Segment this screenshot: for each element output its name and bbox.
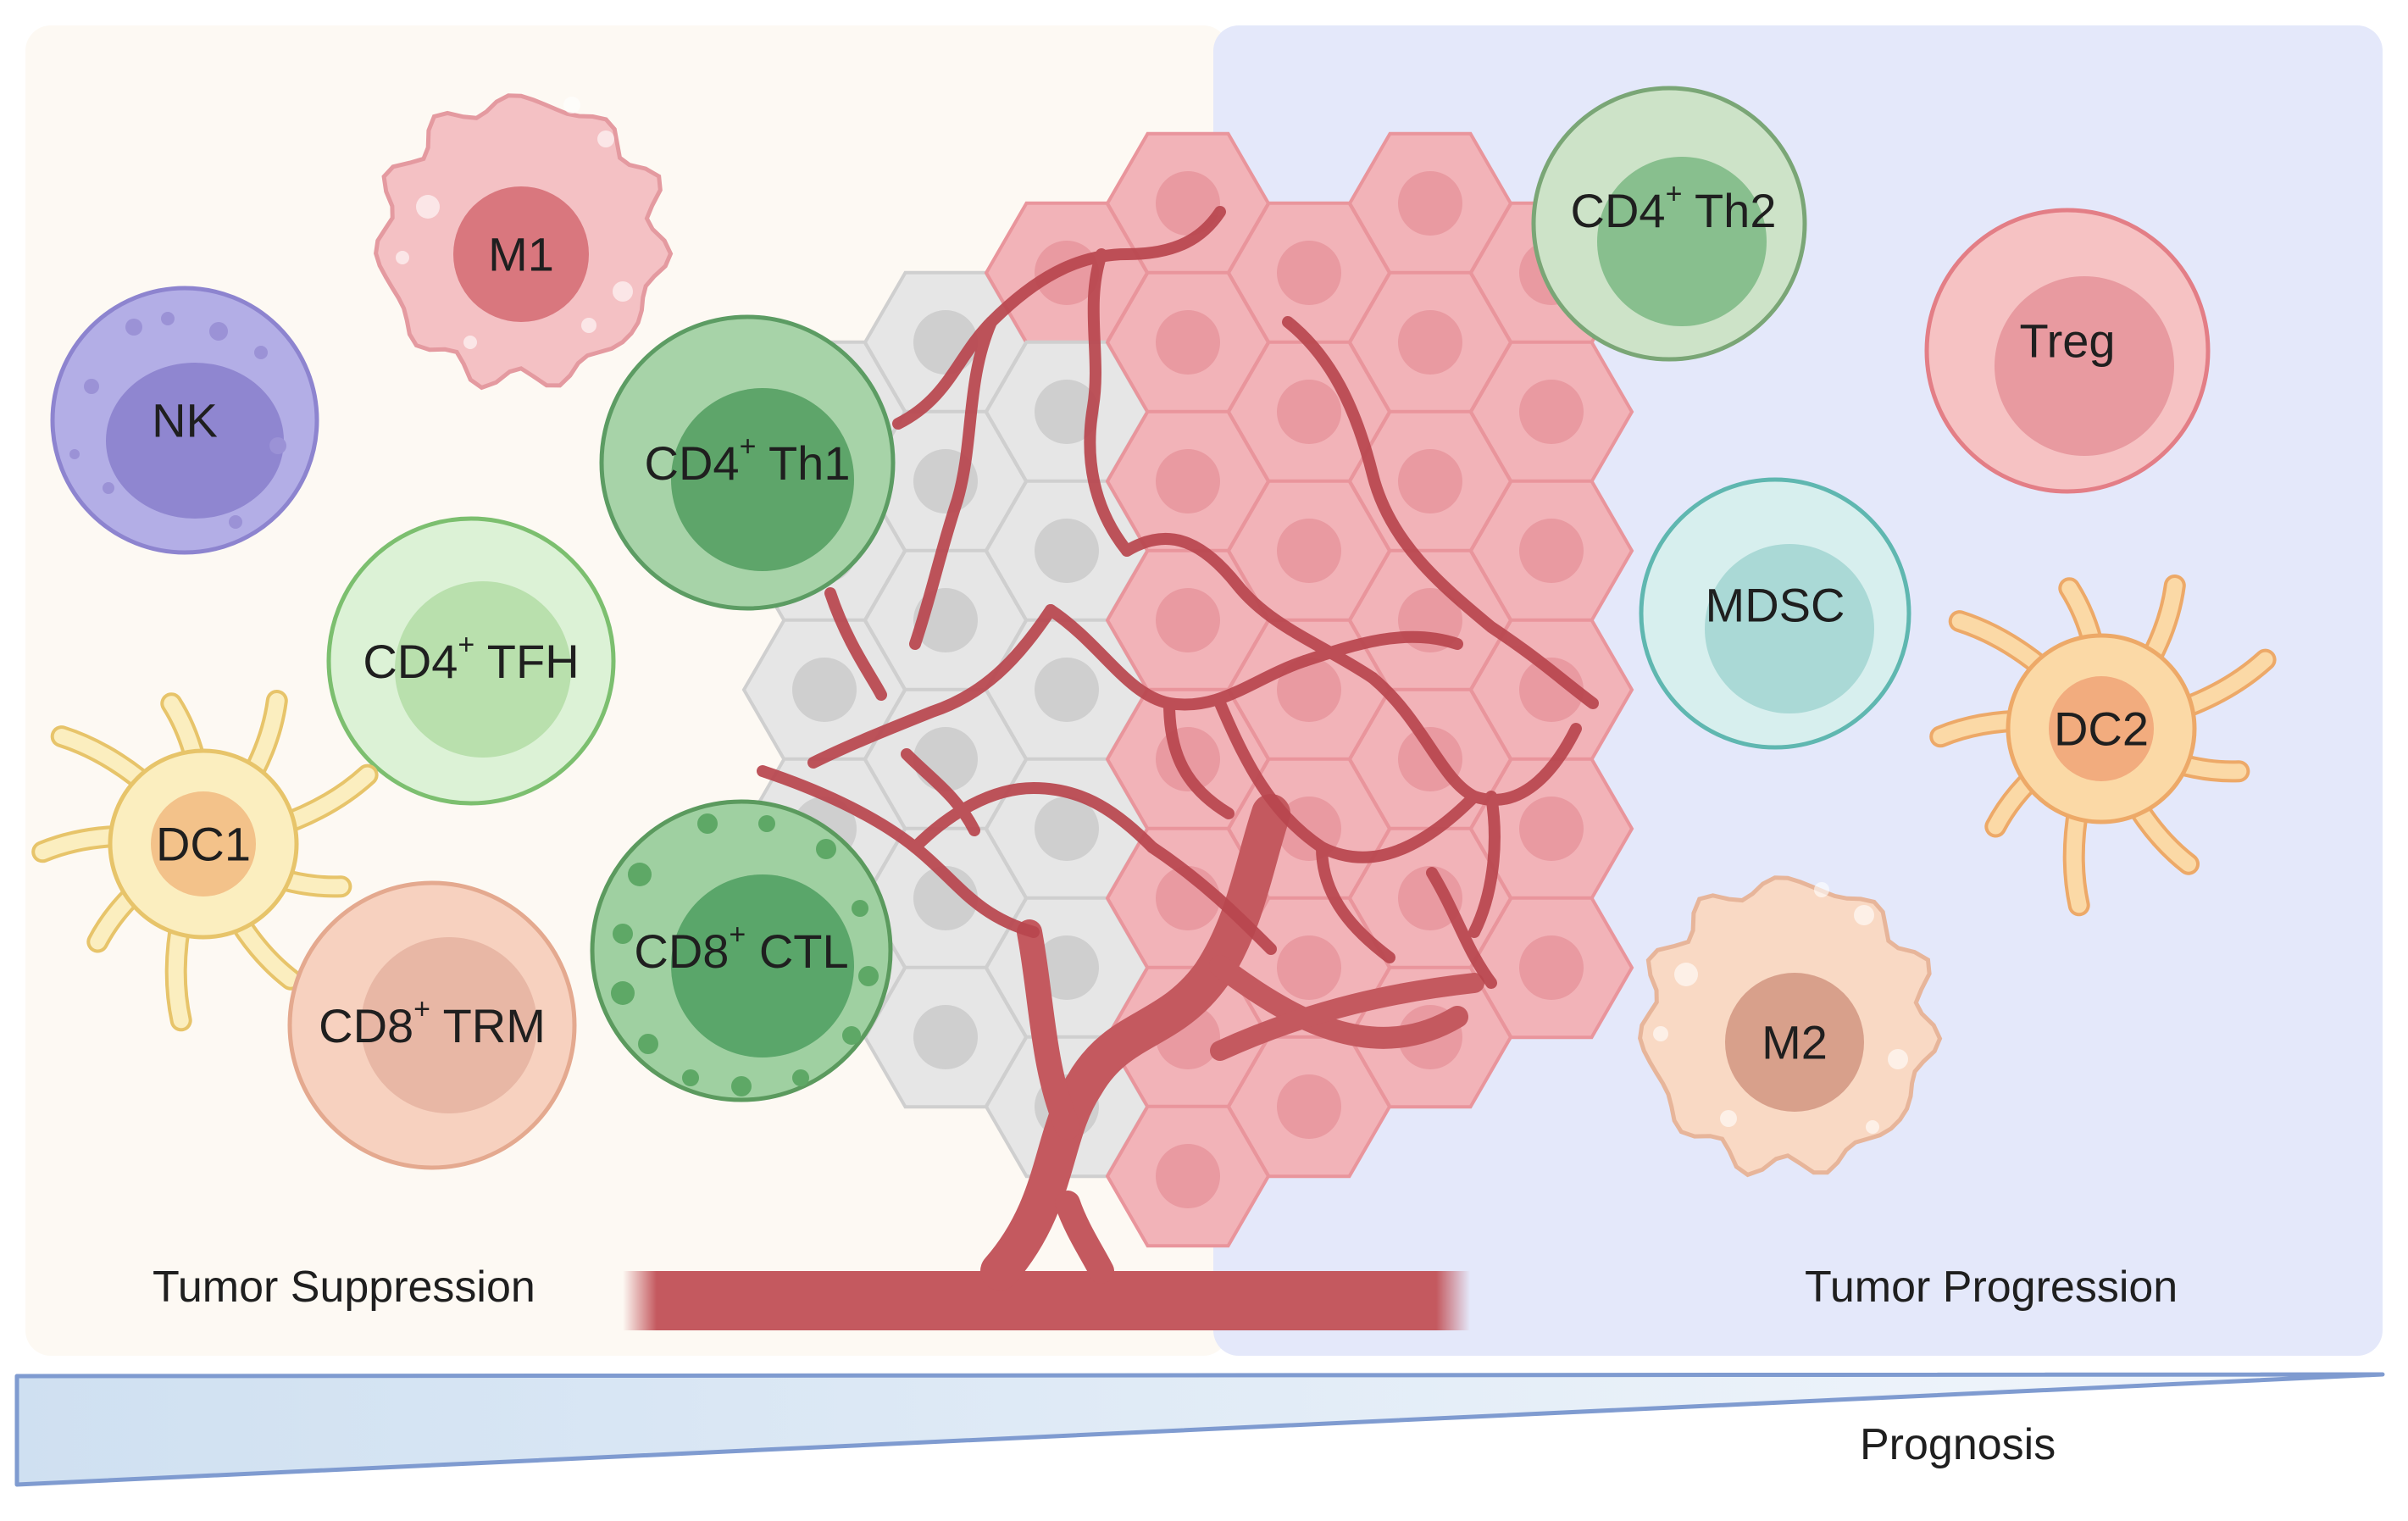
capillary xyxy=(1367,672,1582,806)
capillary-network xyxy=(757,206,1599,989)
mdsc-label: MDSC xyxy=(1706,579,1845,632)
tumor-cell xyxy=(1226,340,1392,484)
ctl-label: CD8+ CTL xyxy=(634,919,848,978)
tumor-progression-label: Tumor Progression xyxy=(1805,1263,2178,1312)
dc1-label: DC1 xyxy=(156,818,251,871)
prognosis-gradient-bar xyxy=(14,1372,2385,1487)
capillary xyxy=(1299,630,1463,667)
mdsc-cell: MDSC xyxy=(1639,477,1911,750)
m1-label: M1 xyxy=(488,228,554,281)
capillary xyxy=(1316,841,1395,963)
tumor-cell xyxy=(1468,340,1634,484)
capillary xyxy=(901,748,980,836)
tumor-cell xyxy=(1105,1104,1271,1248)
tumor-cell xyxy=(1468,479,1634,623)
tumor-cell xyxy=(1226,479,1392,623)
treg-cell: Treg xyxy=(1924,208,2211,494)
capillary xyxy=(1426,867,1497,989)
capillary xyxy=(1163,697,1235,819)
tumor-cell xyxy=(1468,896,1634,1040)
capillary xyxy=(1084,248,1133,557)
trm-label: CD8+ TRM xyxy=(319,993,546,1052)
tfh-label: CD4+ TFH xyxy=(363,629,579,688)
th2-label: CD4+ Th2 xyxy=(1571,178,1777,237)
nk-cell: NK xyxy=(50,286,319,555)
tumor-cell xyxy=(1347,131,1513,275)
dc2-label: DC2 xyxy=(2054,702,2149,756)
m1-cell: M1 xyxy=(374,93,674,391)
trm-cell: CD8+ TRM xyxy=(287,880,577,1170)
th2-cell: CD4+ Th2 xyxy=(1531,86,1807,362)
normal-cell xyxy=(984,340,1150,484)
capillary xyxy=(1146,841,1277,955)
m2-label: M2 xyxy=(1762,1016,1828,1069)
prognosis-label: Prognosis xyxy=(1860,1420,2056,1469)
capillary xyxy=(1468,791,1501,938)
th1-label: CD4+ Th1 xyxy=(645,430,851,490)
capillary xyxy=(824,587,887,701)
m2-cell: M2 xyxy=(1638,875,1943,1178)
capillary xyxy=(909,781,1158,853)
dc2-cell: DC2 xyxy=(1929,575,2277,917)
capillary xyxy=(1282,316,1599,709)
tumor-cell xyxy=(1226,201,1392,345)
capillary xyxy=(909,316,997,650)
dc1-cell: DC1 xyxy=(31,690,379,1032)
capillary xyxy=(807,604,1057,769)
tfh-cell: CD4+ TFH xyxy=(326,516,616,806)
capillary xyxy=(892,206,1226,430)
nk-label: NK xyxy=(152,394,218,447)
tumor-suppression-label: Tumor Suppression xyxy=(153,1263,535,1312)
blood-vessel xyxy=(623,794,1484,1330)
treg-label: Treg xyxy=(2019,314,2115,368)
th1-cell: CD4+ Th1 xyxy=(599,314,896,611)
tumor-cell xyxy=(1226,1035,1392,1179)
ctl-cell: CD8+ CTL xyxy=(590,799,893,1102)
